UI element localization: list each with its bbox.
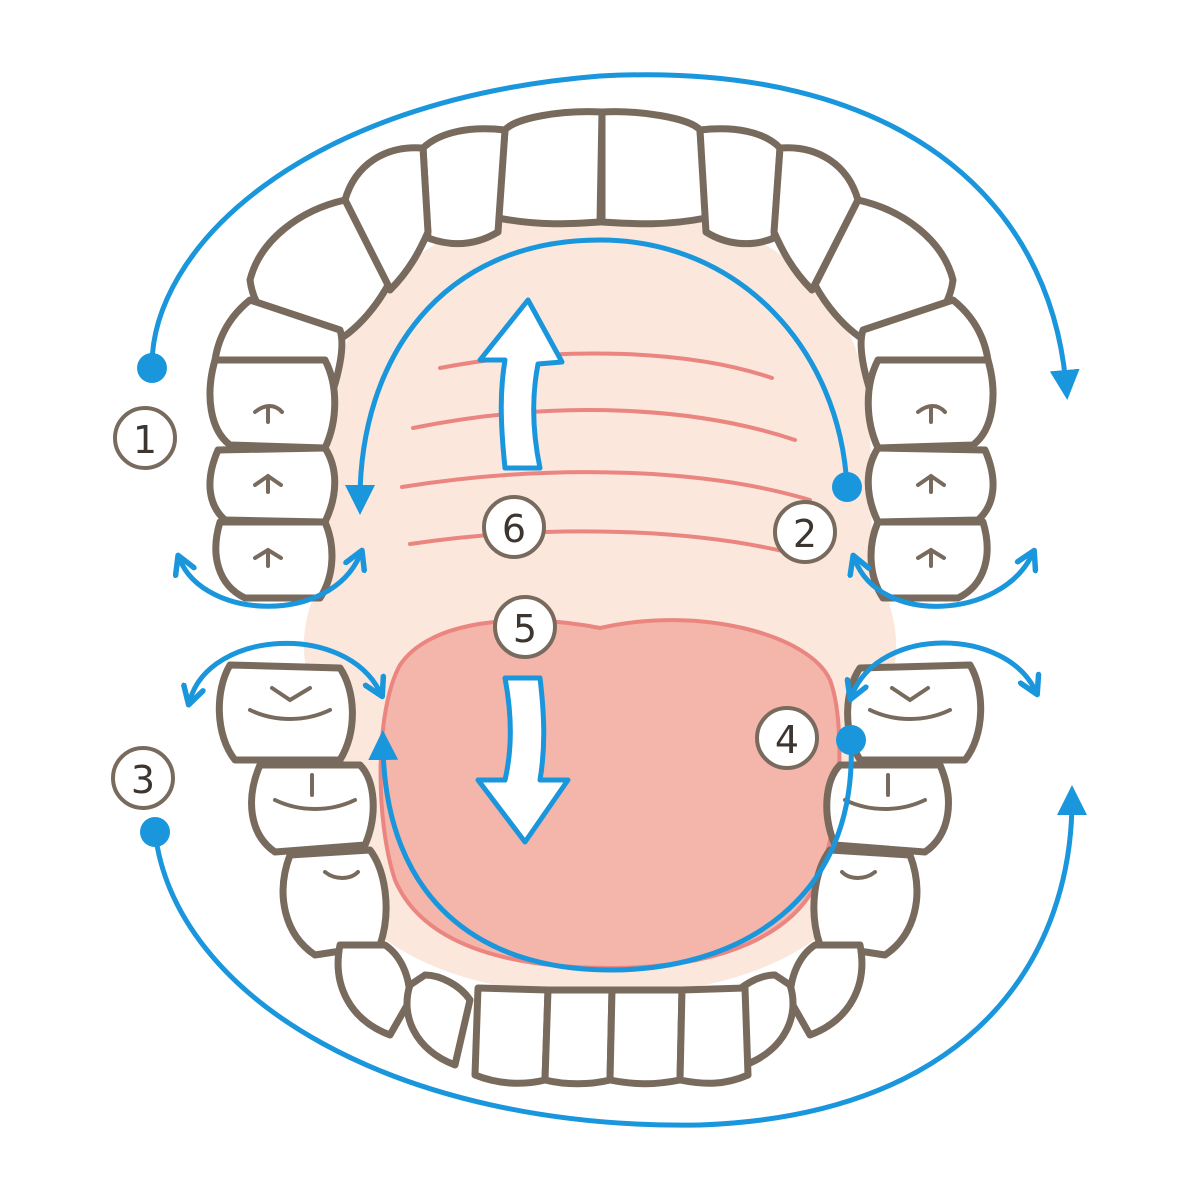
upper-molar <box>212 518 336 602</box>
start-dot-3 <box>140 817 170 847</box>
upper-teeth <box>206 108 997 602</box>
occlusal-arrow-lower-right <box>852 640 1035 695</box>
svg-text:4: 4 <box>775 718 799 762</box>
step-label-6: 6 <box>482 495 546 559</box>
step-label-2: 2 <box>773 500 837 564</box>
down-arrow <box>475 675 571 845</box>
lower-incisor <box>471 984 552 1087</box>
lower-premolar <box>786 941 866 1039</box>
occlusal-arrow-lower-left <box>190 640 380 700</box>
step-label-4: 4 <box>755 706 819 770</box>
step-label-3: 3 <box>111 746 175 810</box>
step-label-1: 1 <box>113 406 177 470</box>
start-dot-1 <box>137 353 167 383</box>
svg-text:1: 1 <box>133 418 157 462</box>
step-labels: 1 2 3 4 5 6 <box>111 406 837 810</box>
svg-text:6: 6 <box>502 507 526 551</box>
arrow-step-1 <box>149 72 1080 400</box>
start-dot-4 <box>836 725 866 755</box>
lower-incisor <box>676 984 752 1087</box>
upper-incisor <box>598 108 710 228</box>
arrow-step-3 <box>152 785 1087 1128</box>
lower-molar <box>215 661 356 764</box>
start-dot-2 <box>832 472 862 502</box>
lower-incisor <box>606 986 686 1088</box>
step-label-5: 5 <box>493 595 557 659</box>
lower-premolar <box>279 846 390 959</box>
occlusal-arrow-upper-left <box>180 555 360 609</box>
upper-incisor <box>494 108 606 228</box>
lower-incisor <box>541 986 616 1088</box>
upper-molar <box>864 356 997 452</box>
upper-molar <box>206 356 339 452</box>
up-arrow <box>477 297 565 471</box>
upper-molar <box>206 444 339 526</box>
svg-text:2: 2 <box>793 512 817 556</box>
lower-premolar <box>334 941 414 1039</box>
lower-canine <box>403 971 474 1069</box>
occlusal-arrow-upper-right <box>855 555 1032 609</box>
brushing-arrows <box>149 72 1087 1128</box>
svg-text:5: 5 <box>513 607 537 651</box>
tongue-side-arrows <box>475 297 571 845</box>
lower-teeth <box>215 661 985 1088</box>
svg-text:3: 3 <box>131 758 155 802</box>
arrow-step-2 <box>345 237 850 515</box>
lower-molar <box>844 661 985 764</box>
arrow-step-4 <box>368 730 854 973</box>
lower-premolar <box>810 846 921 959</box>
arrow-start-dots <box>137 353 866 847</box>
upper-incisor <box>419 125 509 248</box>
upper-incisor <box>696 125 784 248</box>
